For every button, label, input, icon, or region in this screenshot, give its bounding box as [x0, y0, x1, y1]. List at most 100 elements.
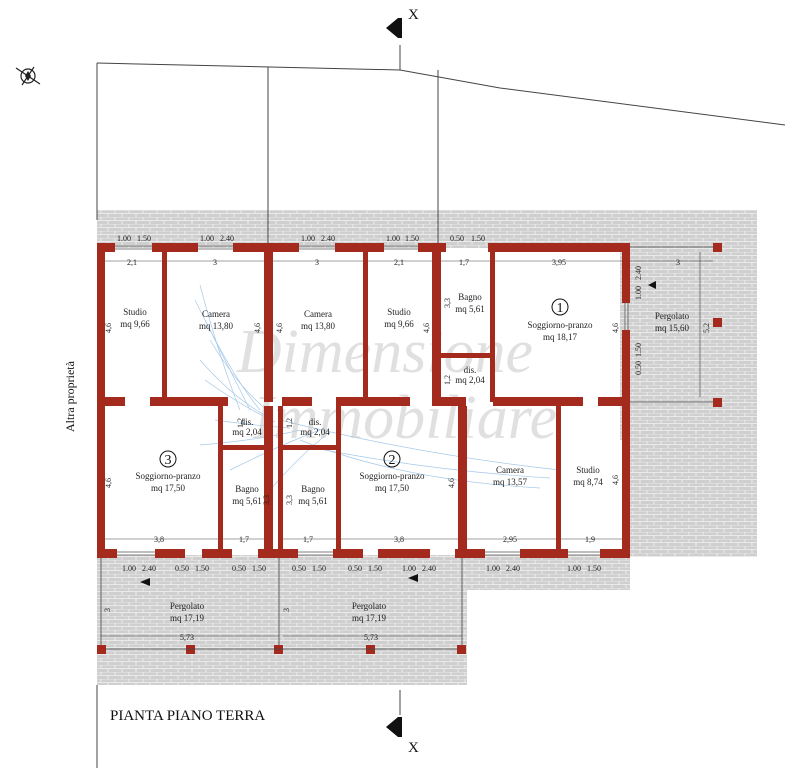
dim-label: 1,7	[303, 535, 313, 544]
windows	[115, 245, 629, 556]
room-name: Studio	[576, 465, 600, 475]
dim-label: 1.50	[252, 564, 266, 573]
watermark-line-2: Immobiliare	[252, 384, 557, 452]
dim-label: 1.00	[486, 564, 500, 573]
room-area: mq 15,60	[655, 323, 690, 333]
dim-label: 1,2	[443, 375, 452, 385]
dim-label: 3	[103, 608, 112, 612]
dim-label: 3,8	[154, 535, 164, 544]
room-name: Camera	[202, 309, 230, 319]
unit-number: 3	[165, 453, 172, 468]
room-name: dis.	[241, 417, 254, 427]
room-name: Pergolato	[655, 311, 690, 321]
width-dims-top: 2,1 3 3 2,1 1,7 3,95 3	[127, 258, 680, 267]
paving	[97, 210, 757, 685]
unit-number: 1	[557, 301, 564, 316]
dim-label: 1.00	[122, 564, 136, 573]
dim-label: 1.50	[634, 343, 643, 357]
dim-label: 4,6	[104, 478, 113, 488]
room-area: mq 5,61	[298, 496, 328, 506]
dim-label: 2.40	[506, 564, 520, 573]
room-name: Bagno	[235, 484, 259, 494]
room-name: Camera	[496, 465, 524, 475]
dim-label: 3	[676, 258, 680, 267]
section-label-top: X	[408, 7, 419, 23]
dim-label: 1,7	[239, 535, 249, 544]
dim-label: 5,73	[180, 633, 194, 642]
section-label-bottom: X	[408, 740, 419, 756]
room-area: mq 2,04	[300, 427, 330, 437]
dim-label: 0.50	[292, 564, 306, 573]
room-name: Soggiorno-pranzo	[360, 471, 425, 481]
dim-label: 4,6	[611, 475, 620, 485]
dim-label: 1.00	[386, 234, 400, 243]
dim-label: 1.00	[301, 234, 315, 243]
dim-label: 2.40	[321, 234, 335, 243]
room-name: Bagno	[458, 292, 482, 302]
room-area: mq 17,19	[170, 613, 205, 623]
dim-label: 1.50	[368, 564, 382, 573]
room-area: mq 2,04	[455, 375, 485, 385]
room-area: mq 17,50	[375, 483, 410, 493]
room-name: Studio	[123, 307, 147, 317]
dim-label: 2,95	[503, 535, 517, 544]
dim-label: 1.50	[471, 234, 485, 243]
room-name: dis.	[309, 417, 322, 427]
dim-label: 1.00	[200, 234, 214, 243]
dim-label: 1.50	[195, 564, 209, 573]
top-opening-dims: 1.00 1.50 1.00 2.40 1.00 2.40 1.00 1.50 …	[117, 234, 485, 243]
dim-label: 5,2	[702, 323, 711, 333]
plan-title: PIANTA PIANO TERRA	[110, 708, 265, 724]
dim-label: 3,3	[285, 495, 294, 505]
dim-label: 1,9	[585, 535, 595, 544]
right-opening-dims: 1.00 2.40 0.50 1.50	[634, 266, 643, 375]
room-area: mq 2,04	[232, 427, 262, 437]
room-name: Soggiorno-pranzo	[136, 471, 201, 481]
room-labels: Studio mq 9,66 Camera mq 13,80 Camera mq…	[120, 292, 689, 623]
dim-label: 2,1	[394, 258, 404, 267]
dim-label: 4,6	[447, 478, 456, 488]
room-area: mq 13,57	[493, 477, 528, 487]
dim-label: 2.40	[422, 564, 436, 573]
dim-label: 4,6	[275, 323, 284, 333]
dim-label: 1.00	[634, 286, 643, 300]
dim-label: 1.00	[402, 564, 416, 573]
dim-label: 3,8	[394, 535, 404, 544]
dim-label: 1.50	[405, 234, 419, 243]
dim-label: 0.50	[348, 564, 362, 573]
dim-label: 3	[315, 258, 319, 267]
dim-label: 4,6	[104, 323, 113, 333]
dim-label: 4,6	[253, 323, 262, 333]
side-label: Altra proprietà	[63, 360, 77, 432]
room-area: mq 13,80	[199, 321, 234, 331]
dim-label: 4,6	[611, 323, 620, 333]
dim-label: 1.50	[137, 234, 151, 243]
dim-label: 2.40	[220, 234, 234, 243]
room-area: mq 9,66	[384, 319, 414, 329]
room-area: mq 18,17	[543, 332, 578, 342]
dim-label: 1.00	[567, 564, 581, 573]
room-area: mq 17,19	[352, 613, 387, 623]
dim-label: 2.40	[142, 564, 156, 573]
pergolato-right	[630, 243, 722, 407]
watermark-line-1: Dimensione	[236, 318, 533, 386]
walls	[97, 243, 630, 558]
room-name: dis.	[464, 365, 477, 375]
dim-label: 3,3	[443, 298, 452, 308]
room-area: mq 5,61	[232, 496, 262, 506]
dim-label: 1,7	[459, 258, 469, 267]
dim-label: 1,2	[236, 418, 245, 428]
room-name: Pergolato	[352, 601, 387, 611]
bottom-opening-dims: 1.00 2.40 0.50 1.50 0.50 1.50 0.50 1.50 …	[122, 564, 601, 573]
dim-label: 3	[282, 608, 291, 612]
room-area: mq 17,50	[151, 483, 186, 493]
room-name: Pergolato	[170, 601, 205, 611]
room-area: mq 8,74	[573, 477, 603, 487]
entrance-marker-icon	[140, 281, 656, 586]
dim-label: 4,6	[422, 323, 431, 333]
dim-label: 0.50	[175, 564, 189, 573]
room-name: Studio	[387, 307, 411, 317]
pergolato-bottom	[97, 558, 466, 654]
room-area: mq 9,66	[120, 319, 150, 329]
dim-label: 0.50	[634, 361, 643, 375]
